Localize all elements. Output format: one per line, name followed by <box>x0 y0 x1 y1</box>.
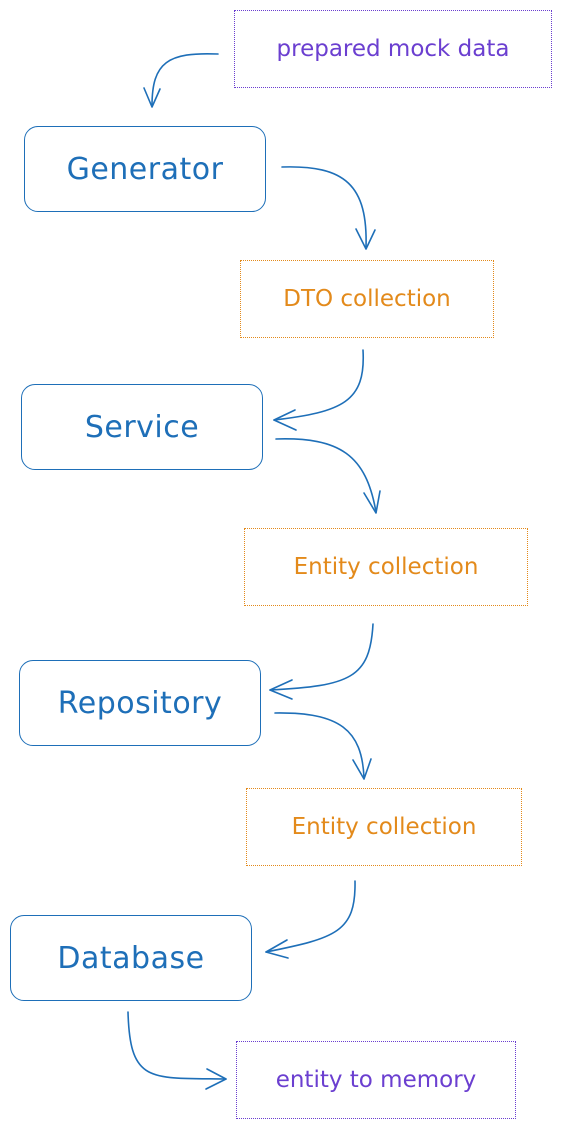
note-entity-to-memory-label: entity to memory <box>275 1067 477 1093</box>
arrow-service-to-entity1 <box>275 438 377 513</box>
arrowhead-dto-to-service <box>273 409 297 431</box>
arrow-entity1-to-repository <box>269 623 374 691</box>
note-prepared-mock-data: prepared mock data <box>234 10 552 88</box>
repository-box: Repository <box>19 660 261 746</box>
service-label: Service <box>84 409 200 445</box>
arrowhead-database-to-output <box>205 1068 227 1090</box>
database-box: Database <box>10 915 252 1001</box>
arrow-dto-to-service <box>273 349 365 421</box>
arrow-repository-to-entity2 <box>274 712 365 779</box>
arrowhead-entity2-to-database <box>265 939 289 959</box>
note-entity-collection-2-label: Entity collection <box>291 814 477 840</box>
arrowhead-input-to-generator <box>143 87 161 108</box>
note-entity-collection-2: Entity collection <box>246 788 522 866</box>
service-box: Service <box>21 384 263 470</box>
note-prepared-mock-data-label: prepared mock data <box>276 36 510 62</box>
arrowhead-entity1-to-repository <box>269 679 293 700</box>
arrow-input-to-generator <box>151 52 219 107</box>
database-label: Database <box>57 940 205 976</box>
arrow-generator-to-dto <box>281 166 367 249</box>
arrow-entity2-to-database <box>265 880 356 953</box>
note-entity-collection-1-label: Entity collection <box>293 554 479 580</box>
note-entity-to-memory: entity to memory <box>236 1041 516 1119</box>
arrowhead-service-to-entity1 <box>363 490 381 514</box>
arrowhead-generator-to-dto <box>355 228 376 250</box>
generator-label: Generator <box>66 151 224 187</box>
generator-box: Generator <box>24 126 266 212</box>
repository-label: Repository <box>57 685 223 721</box>
note-dto-collection-label: DTO collection <box>283 286 451 312</box>
arrowhead-repository-to-entity2 <box>352 758 372 780</box>
note-dto-collection: DTO collection <box>240 260 494 338</box>
note-entity-collection-1: Entity collection <box>244 528 528 606</box>
arrow-database-to-output <box>127 1011 227 1080</box>
